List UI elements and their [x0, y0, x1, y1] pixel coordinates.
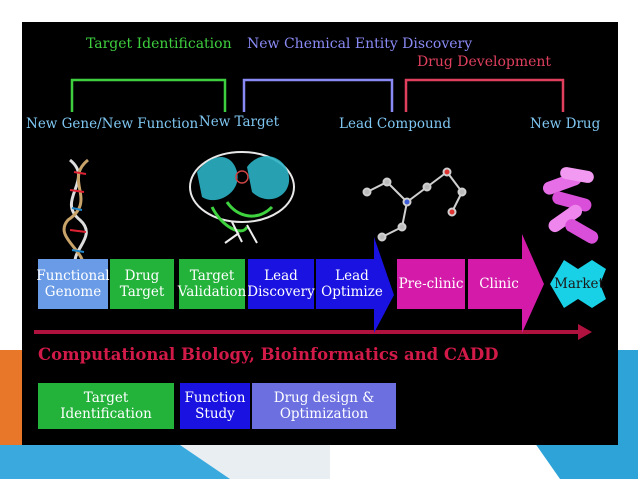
- pipeline-drug-target: Drug Target: [110, 259, 174, 309]
- stage-title-nce-discovery: New Chemical Entity Discovery: [247, 36, 473, 52]
- bracket-nce-discovery: [242, 78, 394, 112]
- pipeline-lead-optimize: Lead Optimize: [321, 267, 383, 300]
- pipeline-arrow-head: [578, 324, 592, 340]
- category-new-gene: New Gene/New Function: [26, 116, 199, 132]
- market-burst-shape: [550, 260, 606, 308]
- category-new-drug: New Drug: [530, 116, 601, 132]
- pipeline-clinic: Clinic: [479, 275, 519, 292]
- dna-helix-icon: [62, 158, 89, 271]
- footer-drug-design: Drug design & Optimization: [252, 383, 396, 429]
- category-lead-compound: Lead Compound: [339, 116, 451, 132]
- pills-icon: [542, 167, 599, 244]
- stage-title-drug-development: Drug Development: [416, 54, 552, 70]
- diagram-lines: [34, 78, 606, 340]
- protein-structure-icon: [189, 151, 295, 244]
- clinic-arrow-shape: [468, 234, 544, 333]
- pipeline-pre-clinic: Pre-clinic: [397, 259, 465, 309]
- molecule-icon: [362, 167, 467, 242]
- lead-optimize-arrow-shape: [316, 237, 394, 333]
- pipeline-functional-genome: Functional Genome: [36, 259, 110, 309]
- bracket-drug-development: [404, 78, 565, 112]
- category-new-target: New Target: [198, 114, 280, 130]
- pipeline-lead-discovery: Lead Discovery: [247, 259, 315, 309]
- diagram-panel: Target Identification New Chemical Entit…: [22, 22, 618, 445]
- bracket-target-identification: [70, 78, 227, 112]
- pipeline-market: Market: [554, 275, 604, 292]
- stage-title-target-identification: Target Identification: [86, 36, 232, 52]
- pipeline-target-validation: Target Validation: [178, 259, 246, 309]
- footer-target-identification: Target Identification: [38, 383, 174, 429]
- footer-title: Computational Biology, Bioinformatics an…: [38, 345, 499, 364]
- footer-function-study: Function Study: [180, 383, 250, 429]
